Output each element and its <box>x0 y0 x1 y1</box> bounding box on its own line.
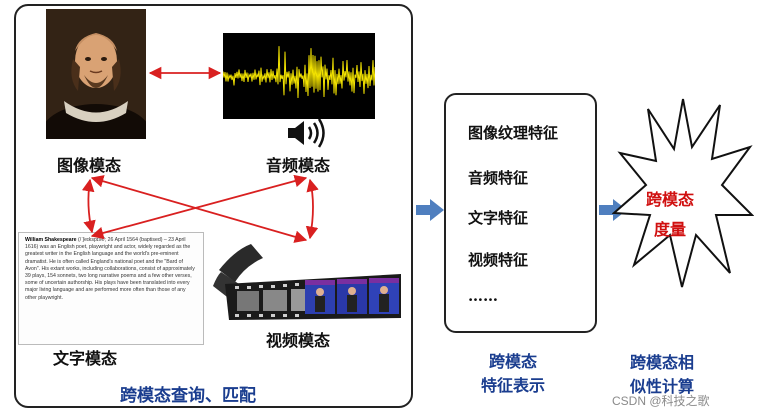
audio-waveform <box>223 33 375 119</box>
audio-modality-label: 音频模态 <box>266 156 331 175</box>
film-strip <box>213 244 401 320</box>
csdn-watermark: CSDN @科技之歌 <box>612 394 710 408</box>
query-match-caption: 跨模态查询、匹配 <box>120 386 256 406</box>
video-modality-label: 视频模态 <box>266 331 331 350</box>
similarity-caption-line2: 似性计算 <box>630 377 695 396</box>
burst-label-line1: 跨模态 <box>646 190 695 209</box>
feature-box: 图像纹理特征 音频特征 文字特征 视频特征 …… <box>444 93 597 333</box>
burst-label-line2: 度量 <box>654 220 687 239</box>
feature-item: 音频特征 <box>468 169 529 187</box>
feature-item: 文字特征 <box>468 209 529 227</box>
image-modality-label: 图像模态 <box>57 156 122 175</box>
speaker-icon <box>288 118 325 148</box>
similarity-caption-line1: 跨模态相 <box>630 353 695 372</box>
feature-caption-line2: 特征表示 <box>481 376 546 395</box>
feature-item: 视频特征 <box>468 251 529 269</box>
block-arrow-to-features <box>416 199 444 221</box>
audio-text-arrow <box>90 174 308 240</box>
audio-video-arrow <box>305 178 319 240</box>
feature-item: …… <box>468 287 498 305</box>
portrait-image <box>46 9 146 139</box>
text-document: William Shakespeare (/ˈʃeɪkspɪər/; 26 Ap… <box>18 232 204 345</box>
doc-title: William Shakespeare <box>25 237 77 243</box>
feature-item: 图像纹理特征 <box>468 124 559 142</box>
modality-panel <box>14 4 413 408</box>
feature-caption-line1: 跨模态 <box>489 352 538 371</box>
image-text-arrow <box>81 178 96 234</box>
block-arrow-to-similarity <box>599 199 627 221</box>
text-modality-label: 文字模态 <box>53 349 118 368</box>
similarity-burst <box>612 98 754 288</box>
